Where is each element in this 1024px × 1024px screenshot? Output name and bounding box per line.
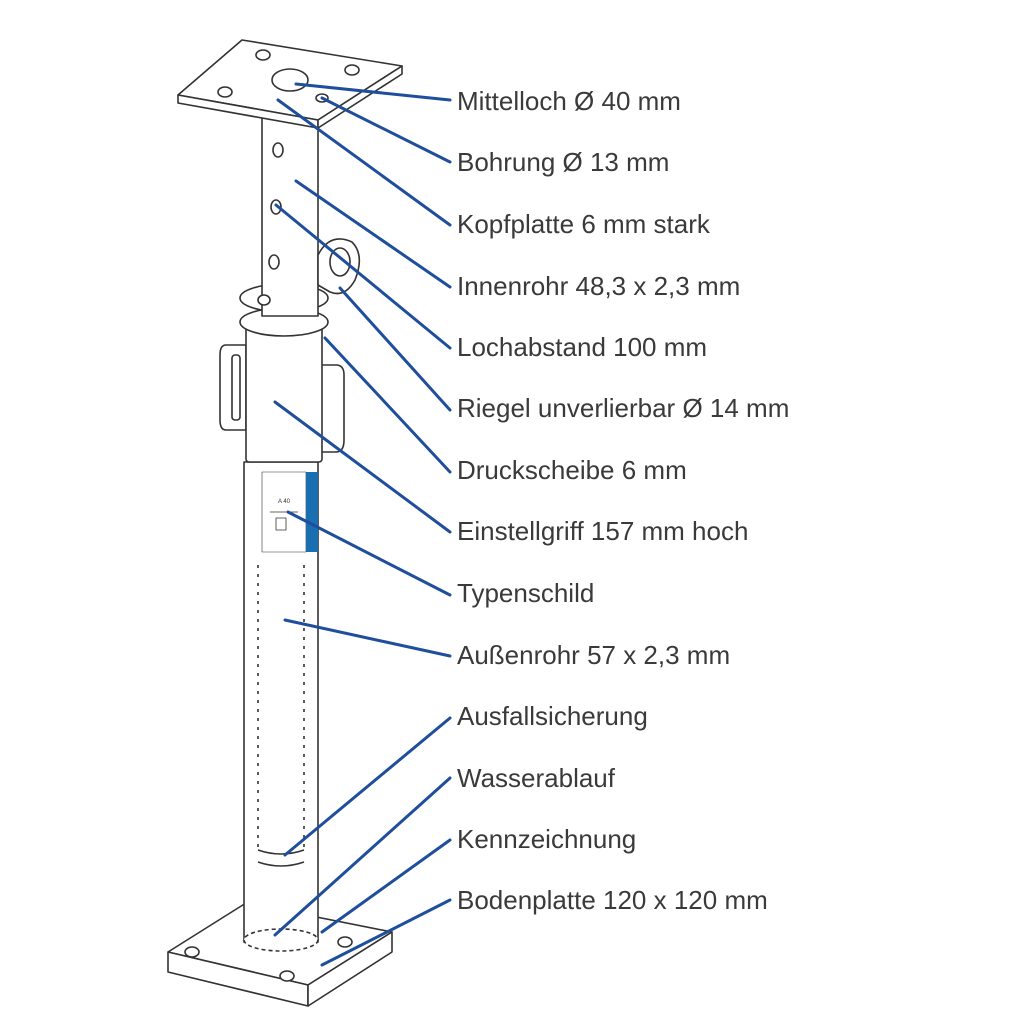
leader-line bbox=[320, 898, 452, 967]
label-bore-hole: Bohrung Ø 13 mm bbox=[457, 147, 670, 177]
leader-line bbox=[294, 179, 452, 289]
label-type-plate: Typenschild bbox=[457, 578, 595, 608]
leader-line bbox=[338, 286, 452, 412]
leader-line bbox=[274, 203, 452, 350]
label-water-drain: Wasserablauf bbox=[457, 763, 615, 793]
leader-line bbox=[320, 96, 452, 164]
label-pressure-disc: Druckscheibe 6 mm bbox=[457, 455, 687, 485]
label-locking-pin: Riegel unverlierbar Ø 14 mm bbox=[457, 393, 790, 423]
leader-lines bbox=[273, 82, 452, 967]
leader-line bbox=[323, 336, 452, 474]
inner-tube bbox=[257, 117, 319, 317]
leader-line bbox=[286, 510, 452, 597]
label-adjusting-handle: Einstellgriff 157 mm hoch bbox=[457, 516, 749, 546]
head-plate bbox=[177, 39, 403, 129]
label-head-plate: Kopfplatte 6 mm stark bbox=[457, 209, 710, 239]
label-base-plate: Bodenplatte 120 x 120 mm bbox=[457, 885, 768, 915]
label-inner-tube: Innenrohr 48,3 x 2,3 mm bbox=[457, 271, 741, 301]
label-outer-tube: Außenrohr 57 x 2,3 mm bbox=[457, 640, 731, 670]
locking-pin bbox=[317, 238, 361, 295]
leader-line bbox=[273, 400, 452, 534]
leader-line bbox=[283, 716, 452, 857]
adjusting-handle bbox=[219, 319, 345, 463]
svg-text:A 40: A 40 bbox=[278, 499, 291, 505]
label-hole-spacing: Lochabstand 100 mm bbox=[457, 332, 708, 362]
label-marking: Kennzeichnung bbox=[457, 824, 637, 854]
leader-line bbox=[320, 838, 452, 934]
outer-tube bbox=[243, 461, 319, 952]
leader-line bbox=[273, 776, 452, 937]
leader-line bbox=[276, 98, 452, 227]
leader-line bbox=[283, 618, 452, 658]
label-fall-protection: Ausfallsicherung bbox=[457, 701, 648, 731]
label-center-hole: Mittelloch Ø 40 mm bbox=[457, 86, 681, 116]
leader-line bbox=[294, 82, 452, 102]
type-plate: A 40 bbox=[261, 471, 318, 553]
